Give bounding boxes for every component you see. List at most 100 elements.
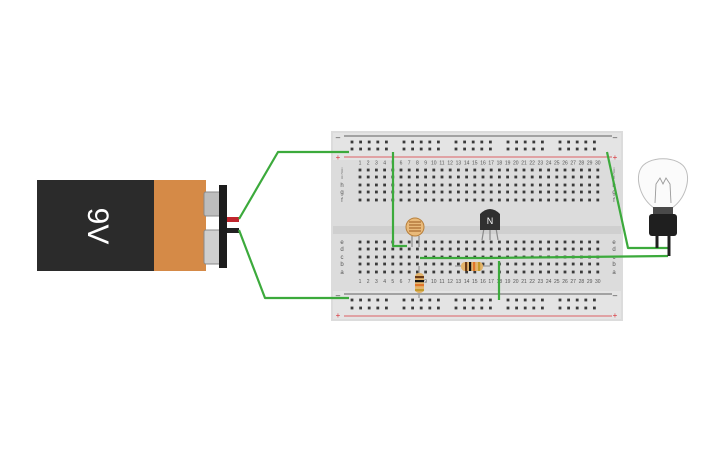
breadboard-hole[interactable] [440,262,444,266]
breadboard-hole[interactable] [515,298,518,302]
breadboard-hole[interactable] [457,270,460,274]
snap-terminal-red[interactable] [227,217,239,222]
breadboard-hole[interactable] [428,298,432,302]
breadboard-hole[interactable] [596,262,600,266]
breadboard-hole[interactable] [432,190,436,194]
breadboard-hole[interactable] [402,140,406,144]
breadboard-hole[interactable] [506,240,509,244]
breadboard-hole[interactable] [471,147,475,151]
breadboard-hole[interactable] [432,262,436,266]
breadboard-hole[interactable] [432,168,436,172]
breadboard-hole[interactable] [563,183,567,187]
breadboard-hole[interactable] [454,298,458,302]
breadboard-hole[interactable] [571,168,575,172]
breadboard-hole[interactable] [416,240,419,244]
breadboard-hole[interactable] [399,270,403,274]
breadboard-hole[interactable] [448,183,452,187]
breadboard-hole[interactable] [385,306,388,310]
breadboard-hole[interactable] [584,298,588,302]
breadboard-hole[interactable] [407,168,411,172]
breadboard-hole[interactable] [402,147,406,151]
breadboard-hole[interactable] [416,183,419,187]
breadboard-hole[interactable] [424,168,427,172]
breadboard-hole[interactable] [584,147,588,151]
breadboard-hole[interactable] [432,183,436,187]
breadboard-hole[interactable] [407,175,411,179]
breadboard-hole[interactable] [530,270,534,274]
breadboard-hole[interactable] [399,247,403,251]
breadboard-hole[interactable] [588,183,591,187]
breadboard-hole[interactable] [567,140,570,144]
breadboard-hole[interactable] [391,255,395,259]
breadboard-hole[interactable] [440,168,444,172]
breadboard-hole[interactable] [588,247,591,251]
breadboard-hole[interactable] [376,306,380,310]
breadboard-hole[interactable] [424,175,427,179]
breadboard-hole[interactable] [588,198,591,202]
photoresistor[interactable] [405,217,425,247]
breadboard-hole[interactable] [440,247,444,251]
breadboard-hole[interactable] [411,306,414,310]
breadboard-hole[interactable] [411,298,414,302]
breadboard-hole[interactable] [539,247,542,251]
breadboard-hole[interactable] [596,270,600,274]
breadboard-hole[interactable] [385,140,388,144]
breadboard-hole[interactable] [575,306,579,310]
breadboard-hole[interactable] [471,306,475,310]
breadboard-hole[interactable] [402,306,406,310]
breadboard-hole[interactable] [385,147,388,151]
breadboard-hole[interactable] [424,190,427,194]
breadboard-hole[interactable] [489,175,493,179]
breadboard-hole[interactable] [383,175,386,179]
breadboard-hole[interactable] [465,247,468,251]
breadboard-hole[interactable] [558,147,562,151]
breadboard-hole[interactable] [440,240,444,244]
breadboard-hole[interactable] [366,240,370,244]
breadboard-hole[interactable] [522,240,526,244]
breadboard-hole[interactable] [465,270,468,274]
breadboard-hole[interactable] [571,247,575,251]
breadboard-hole[interactable] [465,240,468,244]
breadboard-hole[interactable] [539,183,542,187]
breadboard-hole[interactable] [547,183,550,187]
breadboard-hole[interactable] [473,175,477,179]
breadboard-hole[interactable] [424,183,427,187]
breadboard-hole[interactable] [448,190,452,194]
wire-rail-to-bulb[interactable] [605,151,668,250]
breadboard-hole[interactable] [463,140,466,144]
breadboard-hole[interactable] [375,270,378,274]
breadboard-hole[interactable] [473,183,477,187]
breadboard-hole[interactable] [547,270,550,274]
breadboard-hole[interactable] [541,298,544,302]
breadboard-hole[interactable] [506,168,509,172]
breadboard-hole[interactable] [383,190,386,194]
breadboard-hole[interactable] [547,262,550,266]
wires[interactable] [237,150,669,300]
breadboard-hole[interactable] [457,240,460,244]
breadboard-hole[interactable] [580,240,583,244]
breadboard-hole[interactable] [481,183,485,187]
breadboard-hole[interactable] [547,198,550,202]
breadboard-hole[interactable] [448,198,452,202]
breadboard-hole[interactable] [489,240,493,244]
breadboard-hole[interactable] [366,175,370,179]
resistor-horizontal[interactable] [455,262,490,271]
breadboard-hole[interactable] [514,198,518,202]
breadboard-hole[interactable] [506,298,510,302]
breadboard-hole[interactable] [555,240,559,244]
breadboard-hole[interactable] [440,175,444,179]
breadboard-hole[interactable] [506,270,509,274]
breadboard-hole[interactable] [480,140,484,144]
breadboard-hole[interactable] [407,240,411,244]
breadboard-hole[interactable] [419,147,423,151]
breadboard-hole[interactable] [596,175,600,179]
breadboard-hole[interactable] [428,306,432,310]
breadboard-hole[interactable] [419,306,423,310]
breadboard-hole[interactable] [547,247,550,251]
breadboard-hole[interactable] [376,147,380,151]
breadboard-hole[interactable] [416,190,419,194]
breadboard-hole[interactable] [563,240,567,244]
breadboard-hole[interactable] [457,183,460,187]
breadboard-hole[interactable] [399,175,403,179]
breadboard-hole[interactable] [567,306,570,310]
